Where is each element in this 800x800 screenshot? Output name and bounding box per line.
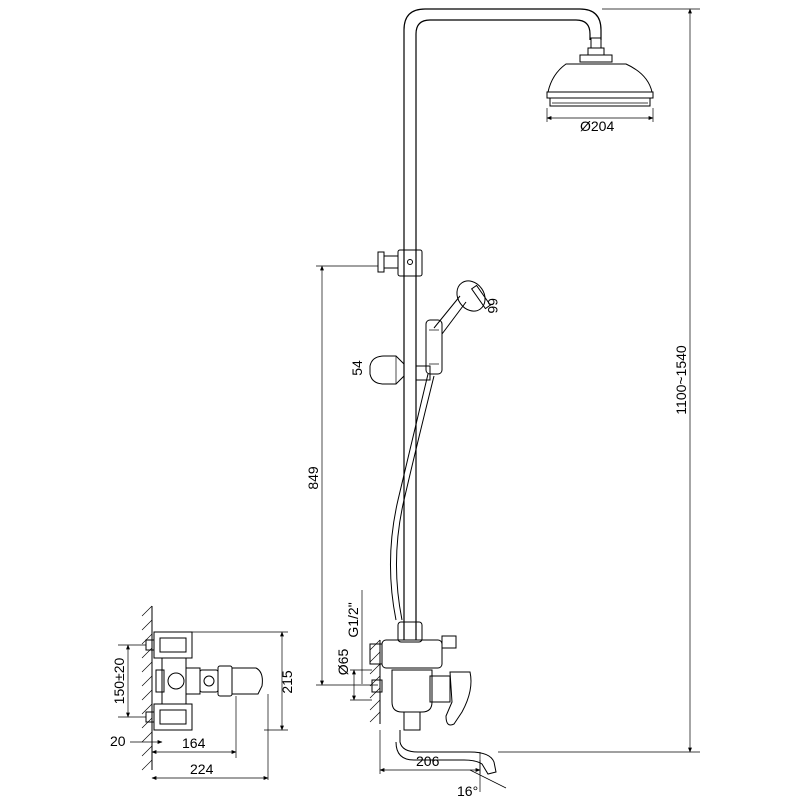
shower-holder bbox=[369, 355, 431, 385]
head-diameter-label: Ø204 bbox=[580, 118, 614, 134]
thread-label: G1/2" bbox=[345, 602, 361, 637]
spout-length-label: 206 bbox=[416, 753, 440, 769]
pipe-diameter-label: Ø65 bbox=[335, 649, 351, 676]
bath-spout bbox=[395, 730, 497, 775]
spout-angle-label: 16° bbox=[457, 783, 478, 799]
holder-label: 54 bbox=[349, 360, 365, 376]
mixer-side-view: 215 150±20 20 164 224 bbox=[110, 605, 295, 780]
height-range-label: 1100~1540 bbox=[673, 345, 689, 415]
side-20-label: 20 bbox=[110, 733, 126, 749]
holder-to-mixer-label: 849 bbox=[305, 466, 321, 490]
diverter-valve bbox=[369, 621, 472, 731]
side-224-label: 224 bbox=[190, 761, 214, 777]
slide-clamp bbox=[377, 249, 423, 277]
hand-shower-label: 66 bbox=[485, 298, 501, 314]
hand-shower bbox=[425, 280, 492, 375]
side-215-label: 215 bbox=[279, 670, 295, 694]
side-164-label: 164 bbox=[182, 735, 206, 751]
centers-label: 150±20 bbox=[111, 657, 127, 704]
shower-head bbox=[546, 37, 654, 107]
main-view: Ø204 66 54 bbox=[305, 8, 700, 799]
hose bbox=[390, 373, 429, 621]
